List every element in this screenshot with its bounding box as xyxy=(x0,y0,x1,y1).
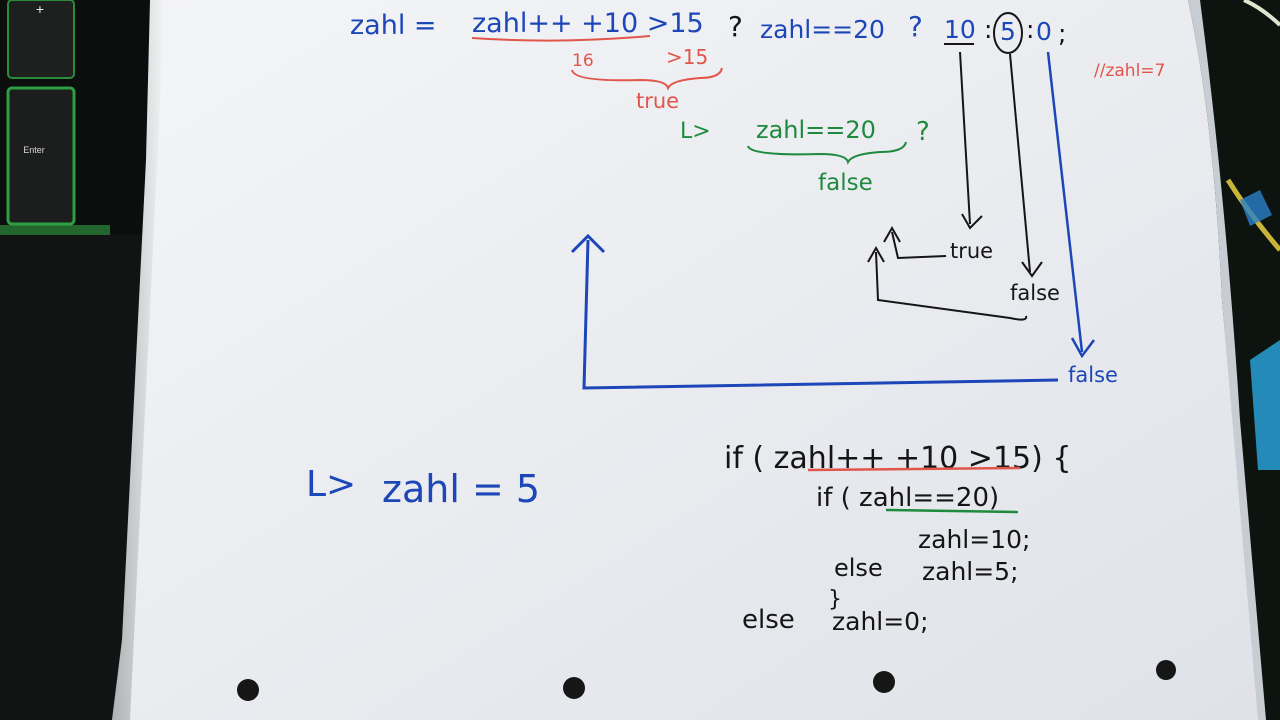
key-enter-label: Enter xyxy=(23,145,45,155)
expr-option-five: 5 xyxy=(1000,17,1016,46)
key-plus-label: + xyxy=(36,1,44,17)
blue-return-arrowhead xyxy=(570,233,606,254)
blue-return-line xyxy=(582,239,1059,390)
punch-holes xyxy=(237,660,1176,701)
code-line-1: if ( zahl++ +10 >15) { xyxy=(724,441,1071,476)
branch-false: false xyxy=(1010,281,1060,305)
keyboard: + Enter xyxy=(0,0,150,235)
enter-key xyxy=(6,86,76,226)
red-zahl7-comment: //zahl=7 xyxy=(1094,61,1165,81)
green-brace xyxy=(747,141,907,165)
branch-labels: true false false xyxy=(950,239,1118,387)
expr-semicolon: ; xyxy=(1058,19,1066,48)
code-red-underline xyxy=(807,466,1021,472)
keyboard-key xyxy=(7,0,75,79)
expr-question-1: ? xyxy=(728,10,743,43)
result: L> zahl = 5 xyxy=(306,464,540,511)
red-annotations: 16 >15 true //zahl=7 xyxy=(471,35,1165,113)
return-arrowhead-false xyxy=(867,245,885,263)
branch-true: true xyxy=(950,239,993,263)
arrowhead-false xyxy=(1021,261,1043,278)
red-underline-condition xyxy=(471,35,651,42)
return-arrowhead-true xyxy=(883,225,901,243)
green-question: ? xyxy=(916,117,930,147)
expr-question-2: ? xyxy=(908,10,923,43)
red-brace xyxy=(571,67,723,91)
arrowhead-blue-false xyxy=(1070,337,1095,359)
code-line-5-else: else xyxy=(742,605,795,635)
code-line-2: if ( zahl==20) xyxy=(816,483,999,513)
code-line-4-assign: zahl=5; xyxy=(922,557,1019,586)
arrow-five-to-false xyxy=(1009,53,1031,273)
paper-shadow xyxy=(112,0,165,720)
code-green-underline xyxy=(885,508,1019,514)
top-expression: zahl = zahl++ +10 >15 ? zahl==20 ? 10 : … xyxy=(350,8,1066,54)
code-line-4-else: else xyxy=(834,554,883,582)
branch-false-blue: false xyxy=(1068,363,1118,387)
paper-edge xyxy=(1188,0,1266,720)
blue-object-2 xyxy=(1250,340,1280,470)
return-arrows-black xyxy=(867,225,1028,321)
result-text: zahl = 5 xyxy=(382,467,540,511)
five-circle xyxy=(993,12,1023,54)
return-arrow-blue xyxy=(570,233,1059,390)
red-true: true xyxy=(636,89,679,113)
return-arrow-true xyxy=(891,231,947,260)
expr-colon-2: : xyxy=(1026,15,1034,44)
keyboard-glow xyxy=(0,225,110,235)
code-line-3: zahl=10; xyxy=(918,525,1030,554)
option-arrows xyxy=(959,51,1095,359)
green-arrow: L> xyxy=(680,119,711,144)
red-sixteen: 16 xyxy=(572,51,594,71)
blue-object xyxy=(1240,190,1272,226)
green-condition: zahl==20 xyxy=(756,116,876,144)
arrowhead-true xyxy=(961,213,983,230)
expr-option-ten: 10 xyxy=(944,15,976,44)
code-block: if ( zahl++ +10 >15) { if ( zahl==20) za… xyxy=(724,441,1071,636)
return-arrow-false xyxy=(875,251,1028,321)
code-line-5-assign: zahl=0; xyxy=(832,607,929,636)
expr-option-zero: 0 xyxy=(1036,17,1052,46)
expr-condition: zahl++ +10 >15 xyxy=(472,8,704,39)
arrow-ten-to-true xyxy=(959,51,971,225)
arrow-zero-to-false xyxy=(1046,51,1084,353)
green-annotations: L> zahl==20 ? false xyxy=(680,116,930,196)
code-close-brace: } xyxy=(828,587,842,612)
green-false: false xyxy=(818,170,873,196)
white-cable xyxy=(1243,0,1280,27)
paper-sheet xyxy=(112,0,1260,720)
expr-colon-1: : xyxy=(984,15,992,44)
expr-lhs: zahl = xyxy=(350,10,437,41)
expr-inner-condition: zahl==20 xyxy=(760,15,885,44)
red-gt15: >15 xyxy=(666,45,708,69)
result-arrow: L> xyxy=(306,464,356,505)
